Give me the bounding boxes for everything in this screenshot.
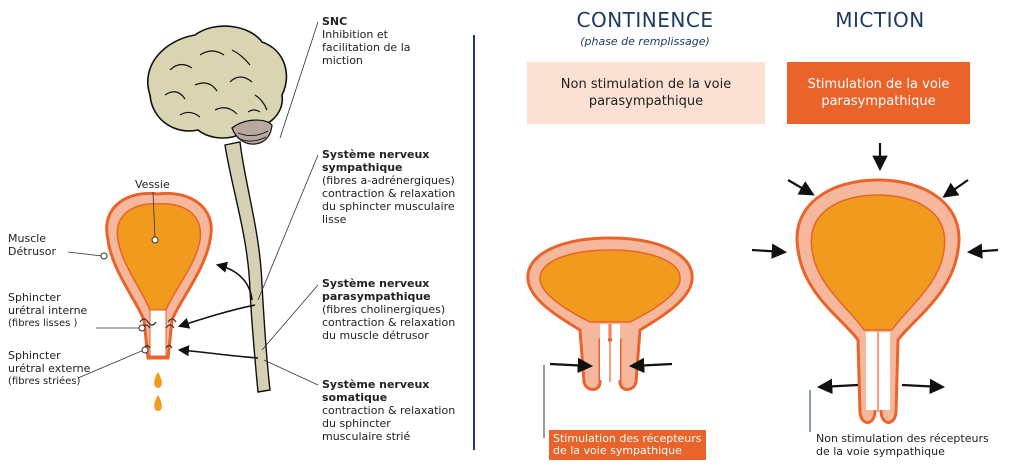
arrow-miction-outright — [901, 378, 946, 395]
arrow-miction-topleft — [787, 179, 815, 196]
label-snc: SNC Inhibition et facilitation de la mic… — [322, 15, 411, 67]
continence-box: Non stimulation de la voie parasympathiq… — [527, 62, 765, 124]
spinal-cord — [224, 141, 271, 393]
label-sphincter-interne: Sphincter urétral interne (fibres lisses… — [8, 291, 88, 329]
arrow-somatique — [177, 345, 259, 359]
label-muscle-detrusor: Muscle Détrusor — [8, 232, 57, 258]
leader-somatique — [263, 359, 319, 386]
arrow-miction-topright — [942, 179, 969, 198]
brain — [147, 25, 288, 145]
arrow-miction-outleft — [816, 378, 859, 395]
arrow-miction-left — [751, 243, 788, 259]
continence-title: CONTINENCE — [576, 8, 714, 32]
arrow-continence-left — [549, 357, 594, 374]
leader-sympathique — [257, 154, 319, 301]
label-somatique: Système nerveux somatique contraction & … — [322, 378, 456, 443]
arrow-sympathique — [215, 261, 253, 301]
leader-snc — [279, 21, 319, 139]
arrow-miction-right — [966, 243, 999, 259]
arrow-continence-right — [628, 357, 673, 374]
miction-box: Stimulation de la voie parasympathique — [787, 62, 970, 124]
arrow-parasympathique — [177, 304, 256, 329]
label-sphincter-externe: Sphincter urétral externe (fibres striée… — [8, 349, 91, 387]
continence-tag: Stimulation des récepteurs de la voie sy… — [549, 430, 706, 460]
miction-tag: Non stimulation des récepteurs de la voi… — [816, 432, 989, 458]
label-vessie: Vessie — [135, 178, 170, 191]
label-parasympathique: Système nerveux parasympathique (fibres … — [322, 277, 456, 342]
miction-bladder — [795, 178, 961, 424]
left-bladder — [105, 191, 213, 411]
continence-subtitle: (phase de remplissage) — [580, 35, 710, 48]
continence-bladder — [526, 236, 694, 391]
label-sympathique: Système nerveux sympathique (fibres a-ad… — [322, 148, 456, 226]
miction-title: MICTION — [835, 8, 925, 32]
leader-parasympathique — [261, 284, 319, 351]
